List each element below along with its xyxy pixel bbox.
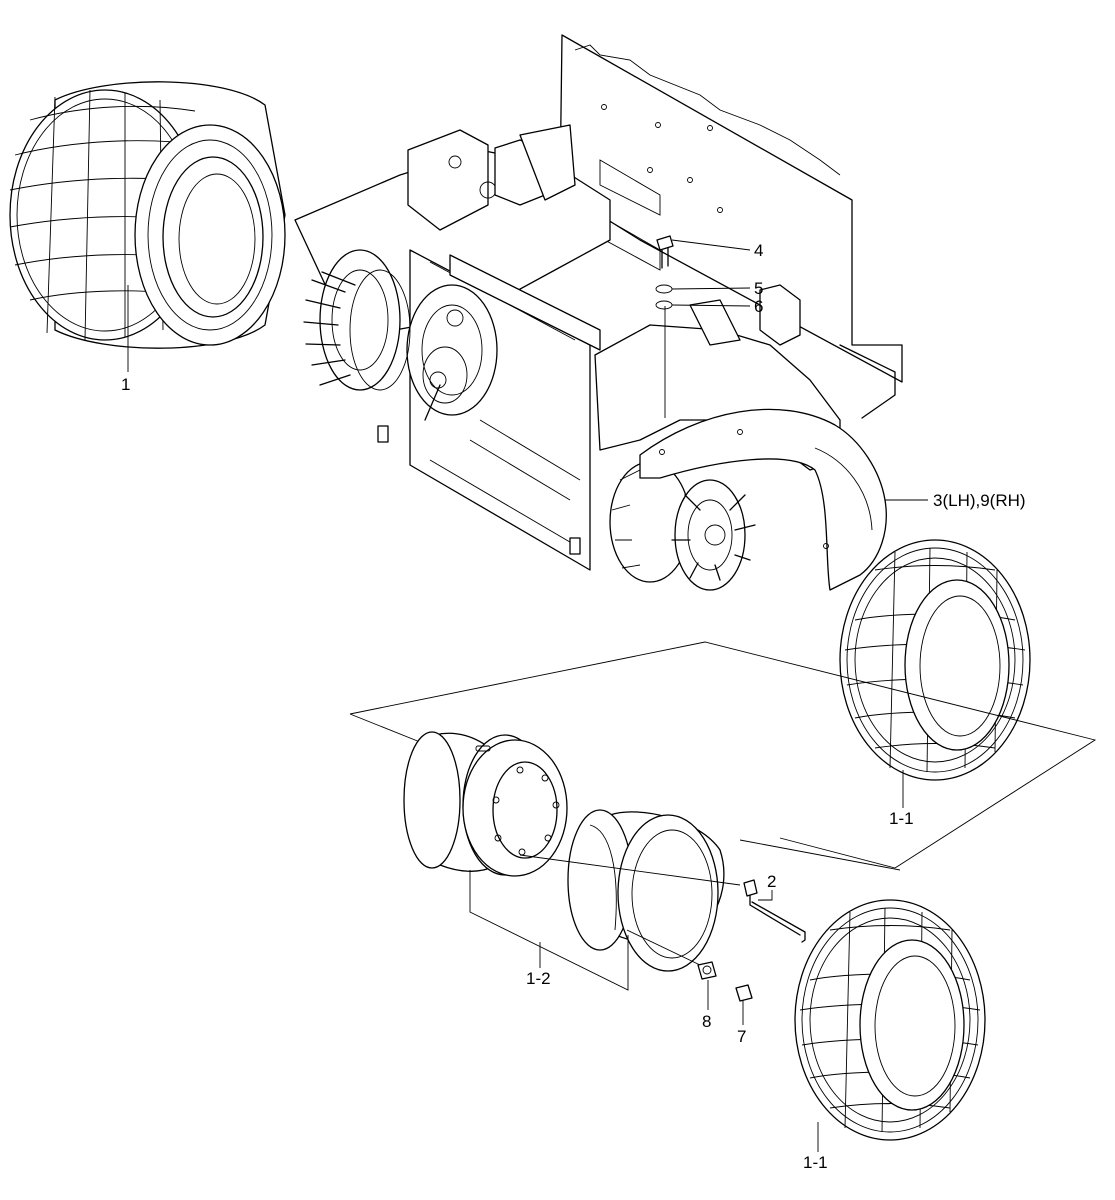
callout-1: 1: [121, 375, 130, 394]
callout-2: 2: [767, 872, 776, 891]
nut-7: [735, 984, 753, 1002]
callout-8: 8: [702, 1012, 711, 1031]
tire-left-upper: [9, 81, 286, 349]
exploded-plane: [349, 641, 1097, 869]
callout-1-2: 1-2: [526, 969, 551, 988]
callout-4: 4: [754, 241, 763, 260]
nut-8: [697, 961, 717, 980]
callout-5: 5: [754, 279, 763, 298]
right-hub: [609, 461, 756, 591]
washer-6: [655, 300, 673, 310]
tire-right-middle: [839, 539, 1031, 781]
callout-1-1-lower: 1-1: [803, 1153, 828, 1172]
left-hub: [303, 249, 411, 391]
callout-6: 6: [754, 297, 763, 316]
rim-outer-half: [403, 731, 568, 877]
callout-1-1-upper: 1-1: [889, 809, 914, 828]
fender: [639, 408, 887, 591]
stud-2: [743, 879, 806, 943]
leader-lines: [127, 239, 928, 1152]
bolt-4: [656, 235, 674, 269]
rim-inner-half: [567, 809, 725, 972]
axle-frame: [294, 124, 841, 571]
tire-lower: [794, 899, 986, 1141]
washer-5: [655, 284, 673, 294]
callout-7: 7: [737, 1027, 746, 1046]
callout-3-9: 3(LH),9(RH): [933, 491, 1026, 510]
callout-labels: 1 4 5 6 3(LH),9(RH) 1-1 2 1-2 8 7 1-1: [121, 241, 1026, 1172]
